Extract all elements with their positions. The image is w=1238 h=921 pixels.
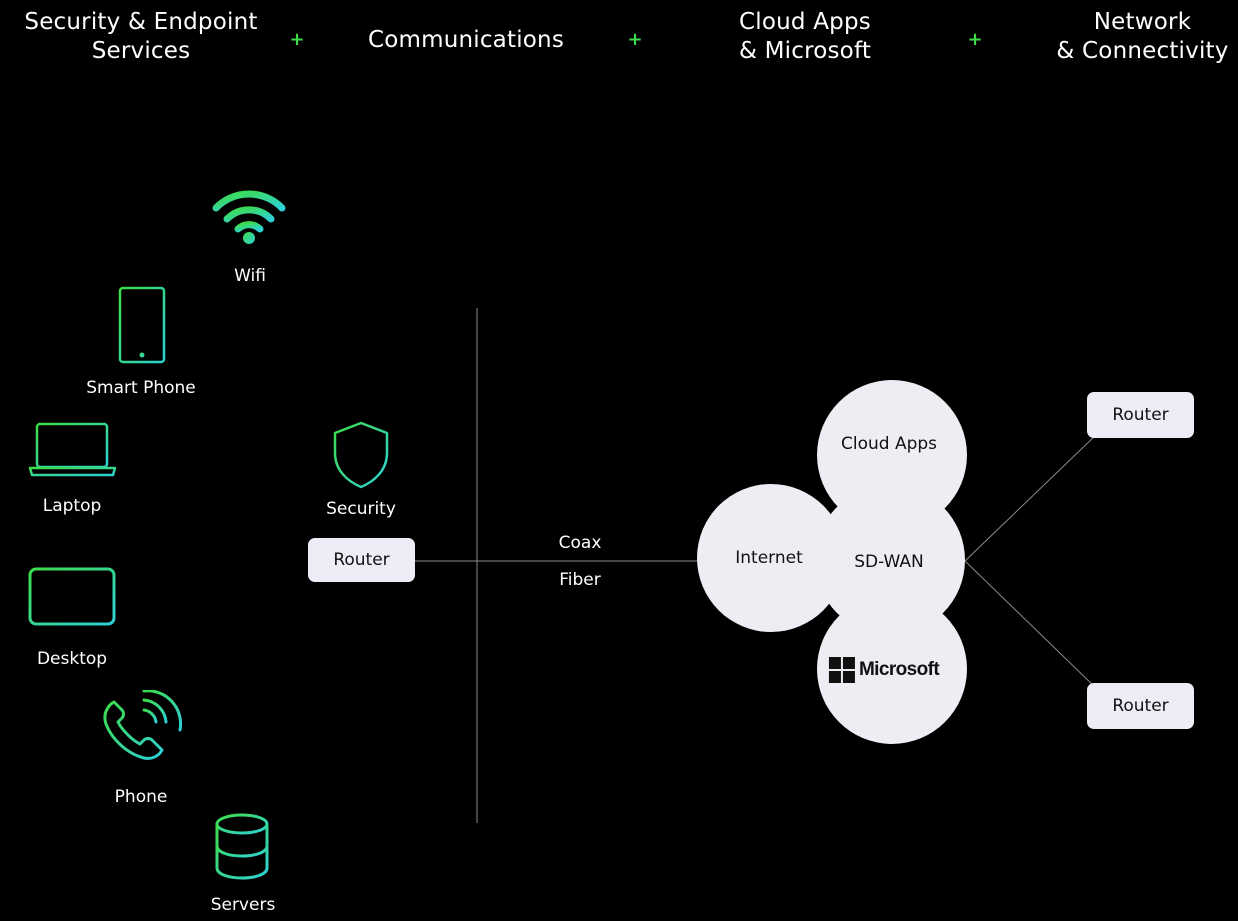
phone-label: Phone <box>114 787 168 807</box>
router-top-right: Router <box>1087 392 1194 438</box>
wifi-label: Wifi <box>234 266 266 286</box>
smart-phone-icon <box>118 286 166 364</box>
wifi-icon <box>212 190 286 244</box>
phone-icon <box>103 690 183 760</box>
header-plus-3: + <box>967 29 983 50</box>
microsoft-logo: Microsoft <box>828 657 940 683</box>
laptop-label: Laptop <box>42 496 102 516</box>
header-plus-1: + <box>289 29 305 50</box>
desktop-label: Desktop <box>36 649 108 669</box>
laptop-icon <box>28 422 117 477</box>
fiber-label: Fiber <box>559 570 601 590</box>
header-communications: Communications <box>367 27 565 53</box>
desktop-icon <box>28 567 116 634</box>
internet-label: Internet <box>735 548 803 568</box>
router-bottom-right: Router <box>1087 683 1194 729</box>
router-left: Router <box>308 538 415 582</box>
link-router-top <box>964 432 1099 562</box>
servers-icon <box>215 813 269 880</box>
header-network-connectivity: Network & Connectivity <box>1056 9 1229 64</box>
internet-node <box>697 484 845 632</box>
microsoft-icon <box>828 657 855 683</box>
header-security-endpoint: Security & Endpoint Services <box>24 9 258 64</box>
shield-icon <box>333 421 389 489</box>
security-label: Security <box>326 499 396 519</box>
sdwan-label: SD-WAN <box>854 552 924 572</box>
smart-phone-label: Smart Phone <box>86 378 196 398</box>
link-router-bottom <box>964 560 1099 691</box>
header-cloud-apps-microsoft: Cloud Apps & Microsoft <box>738 9 872 64</box>
cloud-apps-label: Cloud Apps <box>840 434 938 454</box>
coax-label: Coax <box>558 533 602 553</box>
servers-label: Servers <box>210 895 276 915</box>
microsoft-label: Microsoft <box>858 659 940 680</box>
header-plus-2: + <box>627 29 643 50</box>
